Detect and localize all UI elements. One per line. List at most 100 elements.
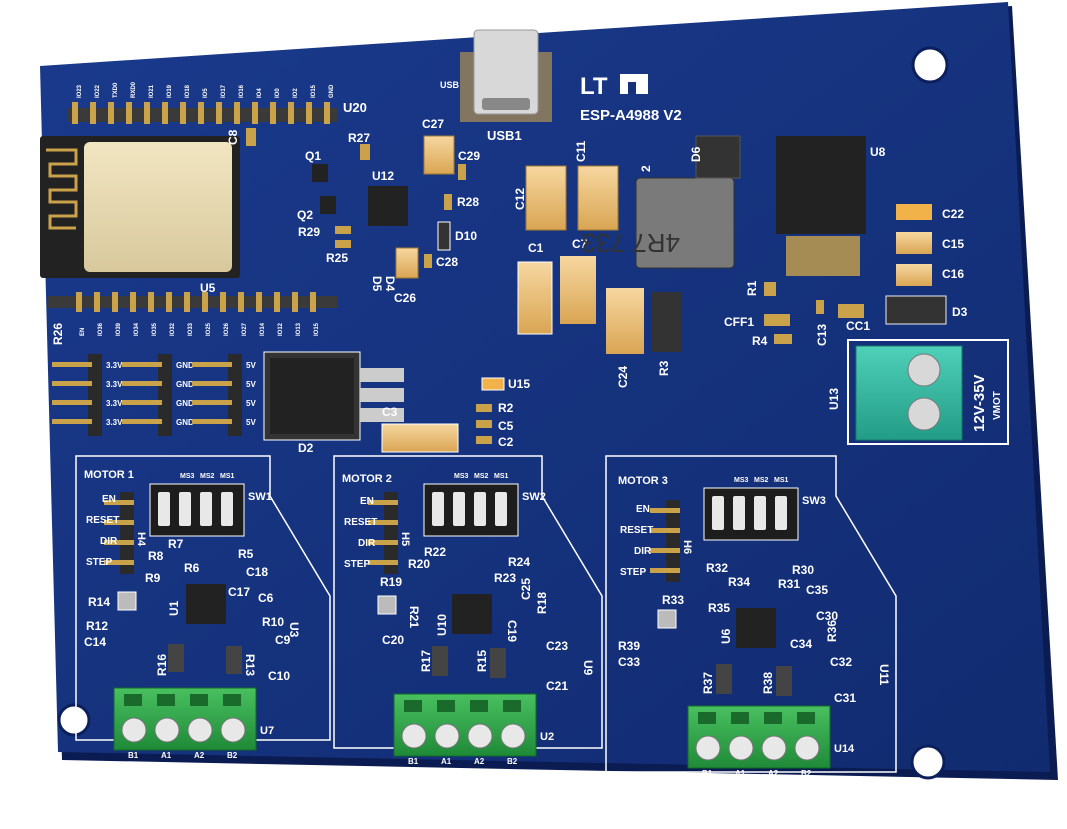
usb-connector[interactable]: USB USB1	[440, 29, 552, 143]
header-top-pin	[252, 102, 258, 124]
ref-c20: C20	[382, 633, 404, 647]
ref-q2: Q2	[297, 208, 313, 222]
ref-r26: R26	[51, 323, 65, 345]
dip-toggle[interactable]	[432, 492, 444, 526]
terminal-screw[interactable]	[728, 735, 754, 761]
power-pin	[192, 362, 232, 367]
ref-d4: D4	[383, 276, 397, 292]
terminal-screw[interactable]	[434, 723, 460, 749]
ref-c25: C25	[519, 578, 533, 600]
ref-c5: C5	[498, 419, 514, 433]
ref-c35: C35	[806, 583, 828, 597]
header-ref: H6	[681, 540, 693, 554]
ref-r21: R21	[407, 606, 421, 628]
dip-toggle[interactable]	[179, 492, 191, 526]
header-bottom-pin-label: IO39	[116, 322, 122, 336]
signal-pin	[104, 540, 134, 545]
terminal-screw[interactable]	[401, 723, 427, 749]
power-pin-label: GND	[176, 418, 194, 427]
power-pin-label: 3.3V	[106, 399, 123, 408]
header-bottom-pin	[220, 292, 226, 312]
signal-pin	[650, 548, 680, 553]
header-top-pin-label: IO16	[239, 84, 245, 98]
vmot-terminal-block[interactable]	[855, 345, 963, 441]
header-top-pin	[162, 102, 168, 124]
dip-toggle[interactable]	[733, 496, 745, 530]
header-bottom-pin-label: IO35	[152, 322, 158, 336]
cap-c12	[525, 165, 567, 231]
terminal-screw[interactable]	[467, 723, 493, 749]
header-top-pin-label: IO2	[293, 88, 299, 98]
vmot-terminal[interactable]: 12V-35V VMOT U13	[827, 339, 1009, 445]
ref-r28: R28	[457, 195, 479, 209]
motor2-parts: R22 R24 R20 R23 R19 U10 R21 C25 C19 R18 …	[377, 545, 595, 693]
header-top-pin	[198, 102, 204, 124]
vmot-screw-1[interactable]	[907, 353, 941, 387]
header-top-pin-label: RXD0	[131, 81, 137, 98]
logo: LT ESP-A4988 V2	[580, 73, 682, 124]
header-top-pin-label: IO23	[77, 84, 83, 98]
ref-c31: C31	[834, 691, 856, 705]
dip-toggle[interactable]	[712, 496, 724, 530]
terminal-screw[interactable]	[695, 735, 721, 761]
ref-r14: R14	[88, 595, 110, 609]
terminal-slot	[764, 712, 782, 724]
dip-toggle[interactable]	[495, 492, 507, 526]
ref-r13: R13	[243, 654, 257, 676]
terminal-slot	[470, 700, 488, 712]
ref-d3: D3	[952, 305, 968, 319]
header-bottom-pin	[310, 292, 316, 312]
vmot-screw-2[interactable]	[907, 397, 941, 431]
dip-toggle[interactable]	[158, 492, 170, 526]
header-bottom-pin-label: IO34	[134, 322, 140, 336]
signal-pin	[650, 528, 680, 533]
power-pin	[122, 362, 162, 367]
terminal-pin-label: A2	[194, 751, 205, 760]
dip-toggle[interactable]	[775, 496, 787, 530]
ref-r19: R19	[380, 575, 402, 589]
ref-c12: C12	[513, 188, 527, 210]
signal-pin	[104, 500, 134, 505]
header-bottom-pin	[166, 292, 172, 312]
ref-r30: R30	[792, 563, 814, 577]
terminal-screw[interactable]	[500, 723, 526, 749]
terminal-screw[interactable]	[187, 717, 213, 743]
signal-label: STEP	[344, 559, 370, 570]
ref-r22: R22	[424, 545, 446, 559]
terminal-screw[interactable]	[794, 735, 820, 761]
ref-r37: R37	[701, 672, 715, 694]
ref-r31: R31	[778, 577, 800, 591]
ref-c34: C34	[790, 637, 812, 651]
signal-pin	[104, 560, 134, 565]
power-pin-label: GND	[176, 380, 194, 389]
terminal-screw[interactable]	[220, 717, 246, 743]
dip-toggle[interactable]	[474, 492, 486, 526]
terminal-screw[interactable]	[761, 735, 787, 761]
power-pin-label: 5V	[246, 399, 256, 408]
ref-d10: D10	[455, 229, 477, 243]
header-top-pin	[324, 102, 330, 124]
ref-c10: C10	[268, 669, 290, 683]
terminal-slot	[157, 694, 175, 706]
motor-title: MOTOR 3	[618, 475, 668, 487]
dip-toggle[interactable]	[200, 492, 212, 526]
header-bottom-pin-label: IO32	[170, 322, 176, 336]
terminal-screw[interactable]	[121, 717, 147, 743]
terminal-pin-label: A1	[441, 757, 452, 766]
signal-pin	[368, 540, 398, 545]
terminal-pin-label: A1	[161, 751, 172, 760]
terminal-screw[interactable]	[154, 717, 180, 743]
ref-r25: R25	[326, 251, 348, 265]
power-pin	[192, 419, 232, 424]
dip-toggle[interactable]	[221, 492, 233, 526]
dip-toggle[interactable]	[754, 496, 766, 530]
chip-u6	[736, 608, 776, 648]
dip-toggle[interactable]	[453, 492, 465, 526]
ref-r15: R15	[475, 650, 489, 672]
power-pin-label: 5V	[246, 418, 256, 427]
cap-c11	[577, 165, 619, 231]
chip-u12	[368, 186, 408, 226]
ref-r2: R2	[498, 401, 514, 415]
header-bottom-pin	[256, 292, 262, 312]
